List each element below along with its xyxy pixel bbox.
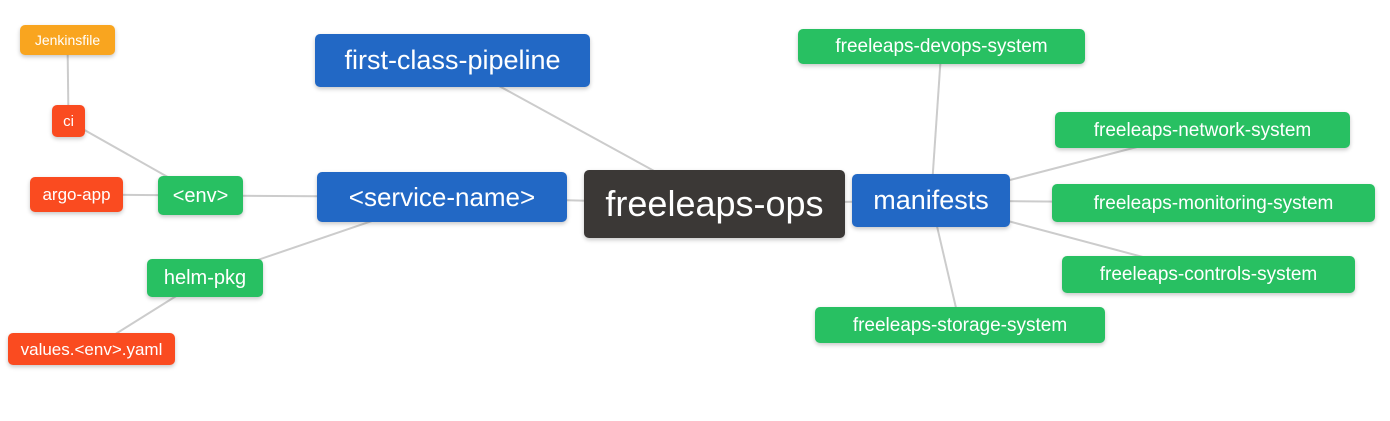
node-jenkinsfile[interactable]: Jenkinsfile <box>20 25 115 55</box>
node-first-class-pipeline[interactable]: first-class-pipeline <box>315 34 590 87</box>
node-helm-pkg[interactable]: helm-pkg <box>147 259 263 297</box>
node-devops-system[interactable]: freeleaps-devops-system <box>798 29 1085 64</box>
node-freeleaps-ops[interactable]: freeleaps-ops <box>584 170 845 238</box>
node-argo-app[interactable]: argo-app <box>30 177 123 212</box>
node-env[interactable]: <env> <box>158 176 243 215</box>
node-controls-system[interactable]: freeleaps-controls-system <box>1062 256 1355 293</box>
node-storage-system[interactable]: freeleaps-storage-system <box>815 307 1105 343</box>
node-network-system[interactable]: freeleaps-network-system <box>1055 112 1350 148</box>
node-service-name[interactable]: <service-name> <box>317 172 567 222</box>
node-manifests[interactable]: manifests <box>852 174 1010 227</box>
node-values-env-yaml[interactable]: values.<env>.yaml <box>8 333 175 365</box>
node-monitoring-system[interactable]: freeleaps-monitoring-system <box>1052 184 1375 222</box>
node-ci[interactable]: ci <box>52 105 85 137</box>
